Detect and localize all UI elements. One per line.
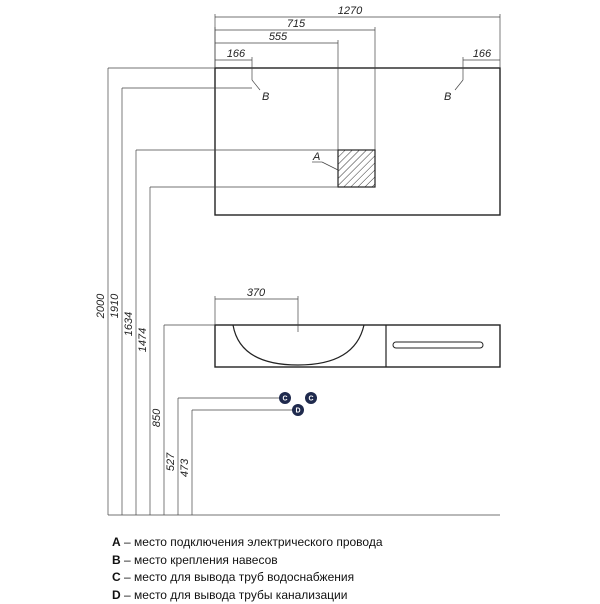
- dim-label-2000: 2000: [95, 293, 107, 319]
- drain-pipe-marker: D: [292, 404, 304, 416]
- dim-label-166-left: 166: [227, 48, 246, 60]
- callout-d: D: [295, 408, 300, 415]
- callout-a: A: [312, 151, 320, 163]
- callout-a-leader: [312, 162, 338, 170]
- shelf-slot: [393, 342, 483, 348]
- dim-label-715: 715: [287, 18, 306, 30]
- dim-370: [215, 296, 298, 332]
- electrical-connection-area: [338, 150, 375, 187]
- dim-715: [215, 27, 375, 150]
- legend-item-b: B – место крепления навесов: [112, 552, 383, 570]
- legend-item-d: D – место для вывода трубы канализации: [112, 587, 383, 604]
- callout-c-left: C: [282, 396, 287, 403]
- dim-label-370: 370: [247, 287, 266, 299]
- legend: A – место подключения электрического про…: [112, 534, 383, 604]
- dim-527: [178, 398, 280, 515]
- legend-item-c: C – место для вывода труб водоснабжения: [112, 569, 383, 587]
- water-pipe-marker-right: C: [305, 392, 317, 404]
- dim-166-right: [455, 57, 500, 90]
- dim-label-1474: 1474: [137, 328, 149, 352]
- washbasin-outline: [215, 325, 500, 367]
- dim-label-1910: 1910: [109, 293, 121, 318]
- dim-850: [164, 325, 215, 515]
- dim-label-1270: 1270: [338, 5, 363, 17]
- basin-bowl: [233, 325, 364, 365]
- dim-166-left: [215, 57, 260, 90]
- dim-label-166-right: 166: [473, 48, 492, 60]
- dim-1270: [215, 14, 500, 68]
- water-pipe-marker-left: C: [279, 392, 291, 404]
- dim-label-527: 527: [165, 452, 177, 471]
- top-cabinet-outline: [215, 68, 500, 215]
- callout-b-right: B: [444, 91, 451, 103]
- callout-b-left: B: [262, 91, 269, 103]
- dim-label-850: 850: [151, 408, 163, 427]
- dim-2000: [108, 68, 215, 515]
- dim-1910: [122, 88, 252, 515]
- callout-c-right: C: [308, 396, 313, 403]
- dim-label-555: 555: [269, 31, 288, 43]
- legend-item-a: A – место подключения электрического про…: [112, 534, 383, 552]
- dim-label-473: 473: [179, 458, 191, 477]
- dim-473: [192, 410, 292, 515]
- dim-label-1634: 1634: [123, 312, 135, 336]
